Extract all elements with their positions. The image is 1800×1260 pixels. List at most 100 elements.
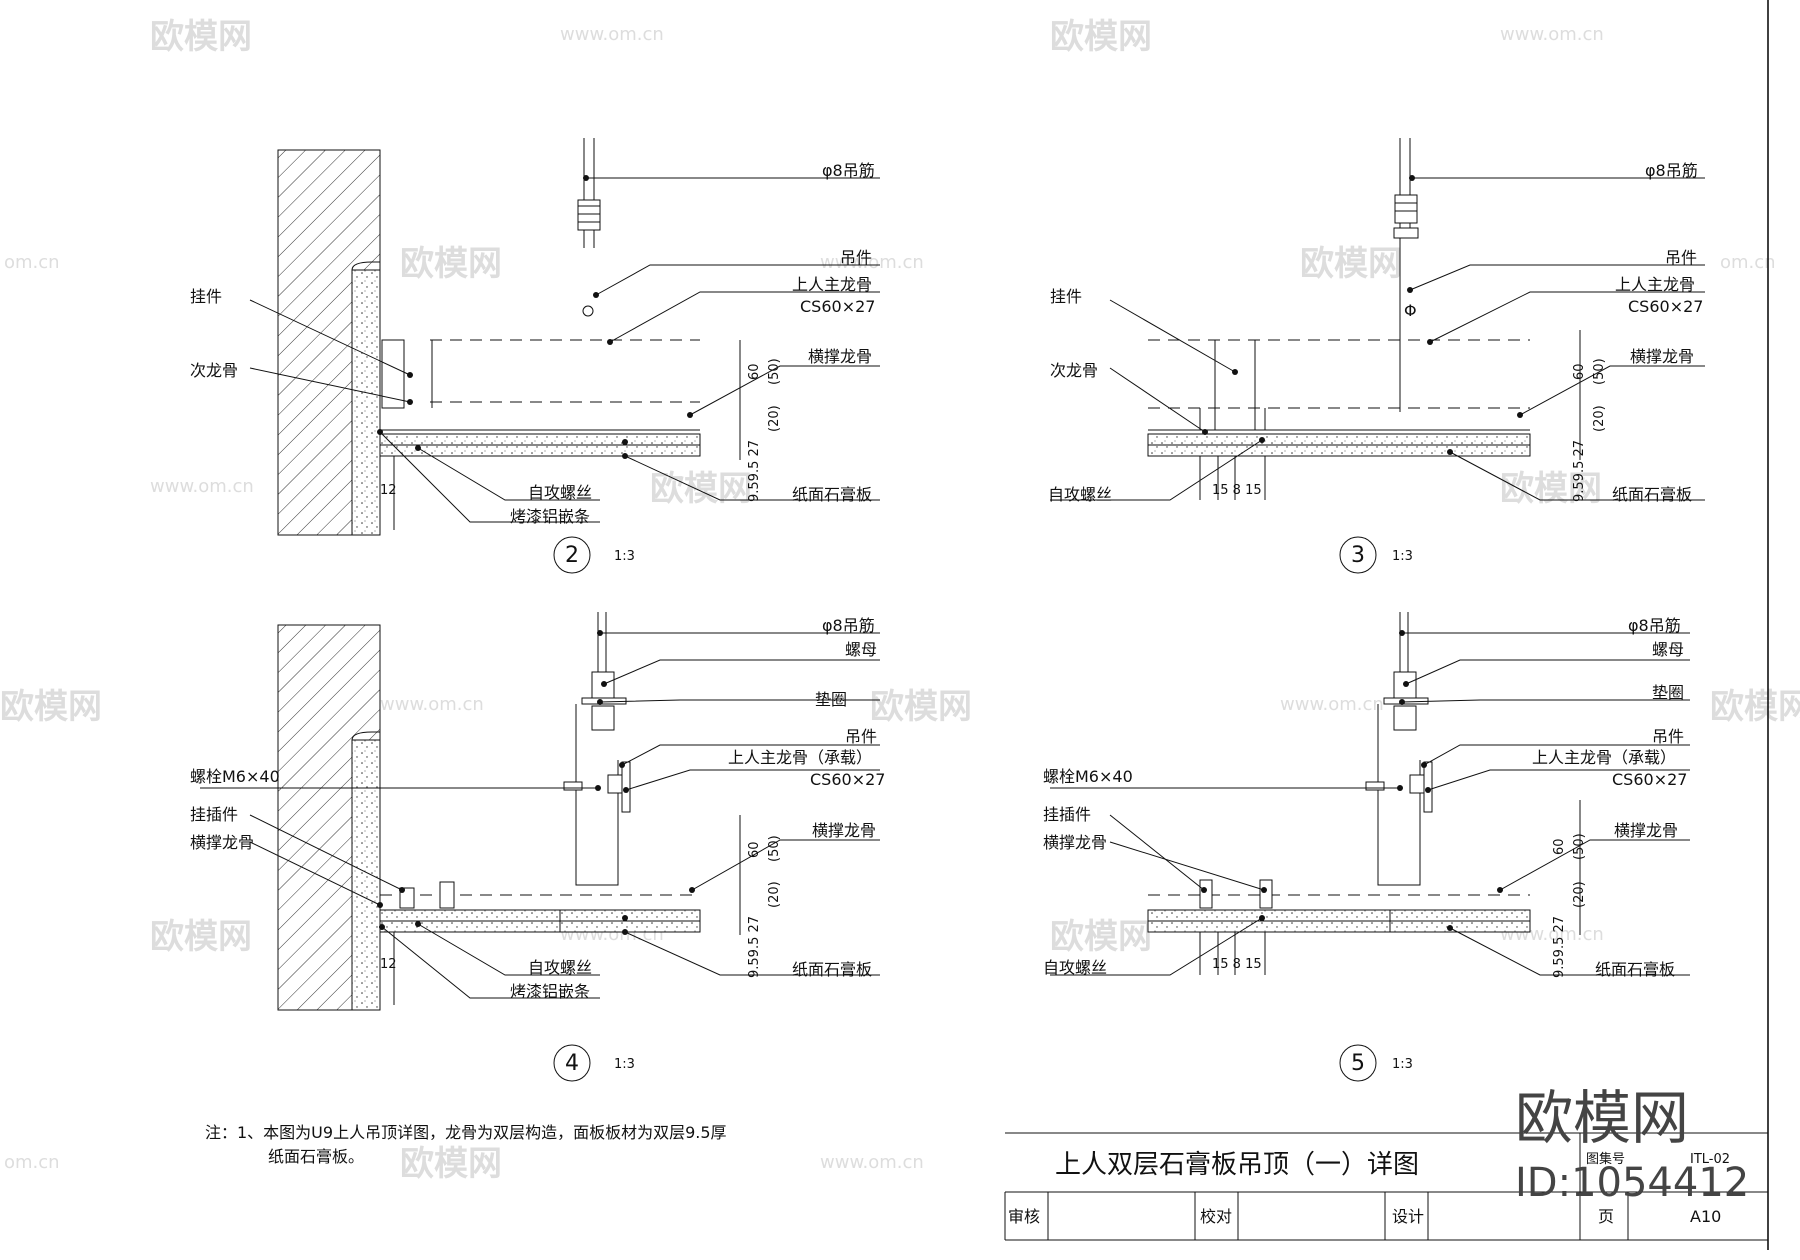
watermark-logo: 欧模网 — [1050, 917, 1152, 957]
detail-number: 3 — [1351, 543, 1365, 568]
gypsum-board-upper — [1147, 433, 1531, 446]
label-cross-keel: 横撑龙骨 — [1630, 347, 1694, 366]
gypsum-board-upper — [379, 433, 701, 446]
rebar-thread — [577, 199, 601, 231]
label-board: 纸面石膏板 — [1612, 485, 1692, 504]
gypsum-board-lower — [1147, 920, 1531, 933]
label-hanger: 吊件 — [1652, 727, 1684, 746]
dim-27: 9.59.5 27 — [747, 440, 762, 502]
gypsum-board-lower — [1147, 444, 1531, 457]
label-rebar: φ8吊筋 — [1628, 616, 1681, 635]
review-label: 审核 — [1008, 1207, 1040, 1226]
detail-number: 5 — [1351, 1051, 1365, 1076]
note-line-2: 纸面石膏板。 — [268, 1147, 364, 1166]
dim-20: (20) — [767, 881, 782, 908]
label-hanger: 吊件 — [840, 248, 872, 267]
label-main-keel: 上人主龙骨 — [792, 275, 872, 294]
title-block: 上人双层石膏板吊顶（一）详图 图集号 ITL-02 审核 校对 设计 页 A10 — [1004, 1132, 1768, 1241]
hanger-hole: Φ — [1404, 301, 1417, 320]
label-bolt: 螺栓M6×40 — [1043, 767, 1133, 786]
label-cross-keel-left: 横撑龙骨 — [1043, 833, 1107, 852]
label-clip: 挂件 — [1050, 287, 1082, 306]
clip — [381, 339, 405, 409]
detail-2: φ8吊筋 吊件 上人主龙骨 CS60×27 横撑龙骨 挂件 次龙骨 自攻螺丝 烤… — [190, 138, 880, 574]
label-board: 纸面石膏板 — [792, 960, 872, 979]
watermark-url: om.cn — [4, 252, 60, 273]
label-cross-keel: 横撑龙骨 — [1614, 821, 1678, 840]
watermark-logo: 欧模网 — [400, 1144, 502, 1184]
watermark-logo: 欧模网 — [870, 687, 972, 727]
label-trim: 烤漆铝嵌条 — [510, 982, 590, 1001]
gypsum-board-lower — [379, 444, 701, 457]
brand-logo-text: 欧模网 — [1515, 1084, 1689, 1152]
gypsum-board-upper — [379, 909, 701, 922]
label-sub-keel: 次龙骨 — [1050, 361, 1098, 380]
watermark-url: www.om.cn — [1280, 694, 1384, 715]
atlas-number: ITL-02 — [1690, 1152, 1730, 1167]
watermark-logo: 欧模网 — [1050, 17, 1152, 57]
detail-scale: 1:3 — [1392, 1057, 1413, 1072]
detail-scale: 1:3 — [614, 549, 635, 564]
label-plug: 挂插件 — [190, 805, 238, 824]
detail-scale: 1:3 — [1392, 549, 1413, 564]
watermark-layer: 欧模网 www.om.cn 欧模网 www.om.cn om.cn 欧模网 ww… — [0, 17, 1800, 1184]
dim-20: (20) — [1572, 881, 1587, 908]
dim-60: 60 — [1572, 363, 1587, 380]
design-label: 设计 — [1392, 1207, 1424, 1226]
label-main-spec: CS60×27 — [810, 770, 885, 789]
washer — [581, 697, 627, 705]
label-screw: 自攻螺丝 — [528, 958, 592, 977]
watermark-logo: 欧模网 — [150, 17, 252, 57]
watermark-logo: 欧模网 — [400, 244, 502, 284]
dim-27: 9.59.5 27 — [1552, 916, 1567, 978]
dim-60: 60 — [747, 841, 762, 858]
label-main-spec: CS60×27 — [800, 297, 875, 316]
detail-number: 2 — [565, 543, 579, 568]
detail-marker — [1339, 1044, 1377, 1082]
label-cross-keel: 横撑龙骨 — [812, 821, 876, 840]
dim-60: 60 — [1552, 838, 1567, 855]
dim-60: 60 — [747, 363, 762, 380]
dim-27: 9.59.5 27 — [747, 916, 762, 978]
dim-50: (50) — [767, 835, 782, 862]
dim-50: (50) — [1592, 358, 1607, 385]
label-washer: 垫圈 — [1652, 683, 1684, 702]
label-screw: 自攻螺丝 — [528, 483, 592, 502]
label-board: 纸面石膏板 — [1595, 960, 1675, 979]
watermark-url: www.om.cn — [150, 476, 254, 497]
page-label: 页 — [1598, 1207, 1614, 1226]
label-rebar: φ8吊筋 — [822, 616, 875, 635]
watermark-logo: 欧模网 — [0, 687, 102, 727]
dim-15-8-15: 15 8 15 — [1212, 957, 1262, 972]
wall-plaster — [351, 269, 381, 536]
label-clip: 挂件 — [190, 287, 222, 306]
label-main-keel: 上人主龙骨（承载） — [728, 748, 872, 767]
brand-id: ID:1054412 — [1515, 1160, 1749, 1206]
dim-20: (20) — [1592, 405, 1607, 432]
watermark-url: www.om.cn — [820, 252, 924, 273]
note-line-1: 注：1、本图为U9上人吊顶详图，龙骨为双层构造，面板板材为双层9.5厚 — [205, 1123, 727, 1142]
label-cross-keel: 横撑龙骨 — [808, 347, 872, 366]
rebar-thread — [1394, 194, 1418, 224]
detail-3: Φ φ8吊筋 吊件 上人主龙骨 CS60×27 横撑龙骨 挂件 次龙骨 自攻螺丝… — [1048, 138, 1705, 574]
dim-50: (50) — [767, 358, 782, 385]
dim-27: 9.59.5 27 — [1572, 440, 1587, 502]
watermark-logo: 欧模网 — [1500, 469, 1602, 509]
label-board: 纸面石膏板 — [792, 485, 872, 504]
label-plug: 挂插件 — [1043, 805, 1091, 824]
watermark-url: www.om.cn — [560, 24, 664, 45]
washer — [1383, 697, 1429, 705]
detail-marker — [553, 536, 591, 574]
label-hanger: 吊件 — [845, 727, 877, 746]
gypsum-board-upper — [1147, 909, 1531, 922]
label-screw: 自攻螺丝 — [1043, 958, 1107, 977]
label-bolt: 螺栓M6×40 — [190, 767, 280, 786]
label-main-spec: CS60×27 — [1612, 770, 1687, 789]
watermark-url: om.cn — [1720, 252, 1776, 273]
label-nut: 螺母 — [845, 640, 877, 659]
detail-scale: 1:3 — [614, 1057, 635, 1072]
dim-20: (20) — [767, 405, 782, 432]
label-main-spec: CS60×27 — [1628, 297, 1703, 316]
drawing-title: 上人双层石膏板吊顶（一）详图 — [1055, 1150, 1419, 1180]
